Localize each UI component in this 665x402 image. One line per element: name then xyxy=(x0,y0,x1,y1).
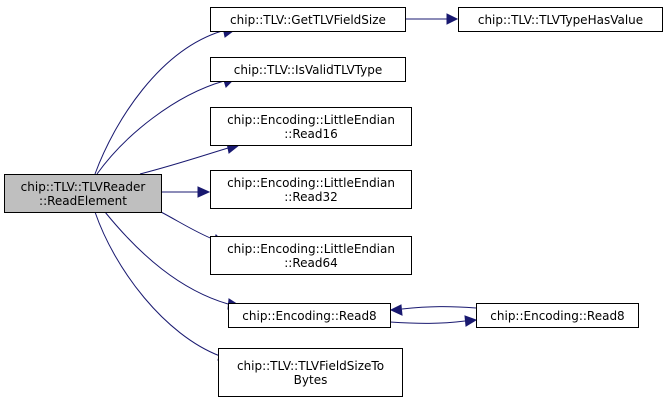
node-label: chip::TLV::IsValidTLVType xyxy=(234,63,382,77)
arrowhead-icon xyxy=(464,315,478,327)
node-label: chip::Encoding::Read8 xyxy=(242,309,376,323)
node-label: ::ReadElement xyxy=(39,194,127,208)
edge-root-to-getsize xyxy=(94,26,235,175)
edge-read8b-to-read8a xyxy=(389,304,477,316)
node-label: ::Read64 xyxy=(284,256,338,270)
node-read8b[interactable]: chip::Encoding::Read8 xyxy=(476,303,639,328)
node-getsize[interactable]: chip::TLV::GetTLVFieldSize xyxy=(210,7,406,32)
arrowhead-icon xyxy=(446,13,459,25)
edge-getsize-to-hasvalue xyxy=(405,13,459,25)
node-label: chip::TLV::GetTLVFieldSize xyxy=(230,13,386,27)
node-read32[interactable]: chip::Encoding::LittleEndian::Read32 xyxy=(210,170,412,209)
edge-read8a-to-read8b xyxy=(389,315,478,327)
node-isvalid[interactable]: chip::TLV::IsValidTLVType xyxy=(210,57,406,82)
node-label: chip::Encoding::LittleEndian xyxy=(227,113,395,127)
node-label: ::Read32 xyxy=(284,190,338,204)
edge-root-to-read32 xyxy=(161,186,211,198)
node-read8a[interactable]: chip::Encoding::Read8 xyxy=(228,303,391,328)
node-label: chip::TLV::TLVFieldSizeTo xyxy=(237,359,384,373)
node-read16[interactable]: chip::Encoding::LittleEndian::Read16 xyxy=(210,107,412,146)
root-node: chip::TLV::TLVReader::ReadElement xyxy=(4,174,162,213)
node-label: chip::Encoding::LittleEndian xyxy=(227,176,395,190)
edge-root-to-read16 xyxy=(139,142,241,175)
node-label: chip::Encoding::LittleEndian xyxy=(227,242,395,256)
node-label: chip::Encoding::Read8 xyxy=(490,309,624,323)
edge-root-to-tobytes xyxy=(94,211,232,361)
node-label: ::Read16 xyxy=(284,127,338,141)
node-label: Bytes xyxy=(294,373,328,387)
node-read64[interactable]: chip::Encoding::LittleEndian::Read64 xyxy=(210,236,412,275)
arrowhead-icon xyxy=(389,304,403,316)
node-label: chip::TLV::TLVTypeHasValue xyxy=(478,13,643,27)
node-hasvalue[interactable]: chip::TLV::TLVTypeHasValue xyxy=(458,7,663,32)
node-label: chip::TLV::TLVReader xyxy=(21,180,146,194)
arrowhead-icon xyxy=(197,186,211,198)
